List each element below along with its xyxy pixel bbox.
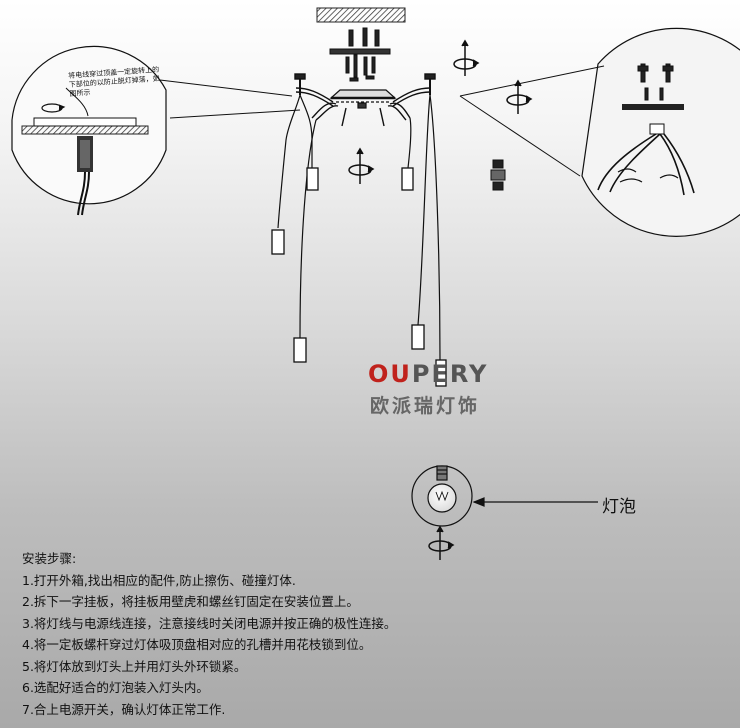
pendant-cords bbox=[277, 94, 441, 361]
rotation-arrow-icon bbox=[41, 103, 66, 113]
step-item: 5.将灯体放到灯头上并用灯头外环锁紧。 bbox=[22, 658, 247, 674]
step-item: 4.将一定板螺杆穿过灯体吸顶盘相对应的孔槽并用花枝锁到位。 bbox=[22, 637, 372, 652]
detail-callout-left bbox=[11, 45, 167, 216]
steps-title: 安装步骤: bbox=[22, 551, 77, 566]
callout-leader-right bbox=[459, 65, 605, 177]
step-item: 3.将灯线与电源线连接，注意接线时关闭电源并按正确的极性连接。 bbox=[22, 615, 397, 631]
brand-logo-latin: OUPERY bbox=[368, 360, 488, 388]
brand-logo-latin-red: OU bbox=[368, 360, 412, 388]
mounting-bracket bbox=[329, 27, 391, 82]
step-item: 7.合上电源开关，确认灯体正常工作. bbox=[22, 701, 226, 717]
rotation-arrow-icon bbox=[428, 525, 455, 560]
bulb-label-arrow bbox=[472, 497, 598, 507]
callout-leader-left bbox=[159, 79, 301, 119]
lamp-sockets bbox=[271, 167, 447, 387]
rotation-arrow-icon bbox=[617, 168, 679, 183]
bulb-label: 灯泡 bbox=[602, 497, 636, 517]
step-item: 1.打开外箱,找出相应的配件,防止擦伤、碰撞灯体. bbox=[22, 572, 296, 588]
chandelier-arms bbox=[294, 73, 436, 127]
detail-callout-right bbox=[581, 27, 740, 237]
brand-logo-latin-rest: PERY bbox=[411, 360, 489, 388]
step-item: 2.拆下一字挂板，将挂板用壁虎和螺丝钉固定在安装位置上。 bbox=[22, 594, 359, 609]
canopy bbox=[329, 89, 397, 109]
rotation-arrow-icon bbox=[348, 147, 375, 184]
installation-steps: 安装步骤: 1.打开外箱,找出相应的配件,防止擦伤、碰撞灯体. 2.拆下一字挂板… bbox=[22, 548, 722, 720]
rotation-arrow-icon bbox=[453, 39, 480, 76]
step-item: 6.选配好适合的灯泡装入灯头内。 bbox=[22, 680, 209, 695]
bulb-detail bbox=[411, 465, 473, 527]
brand-logo-chinese: 欧派瑞灯饰 bbox=[370, 395, 481, 417]
ceiling bbox=[316, 7, 406, 23]
socket-part bbox=[490, 159, 506, 191]
